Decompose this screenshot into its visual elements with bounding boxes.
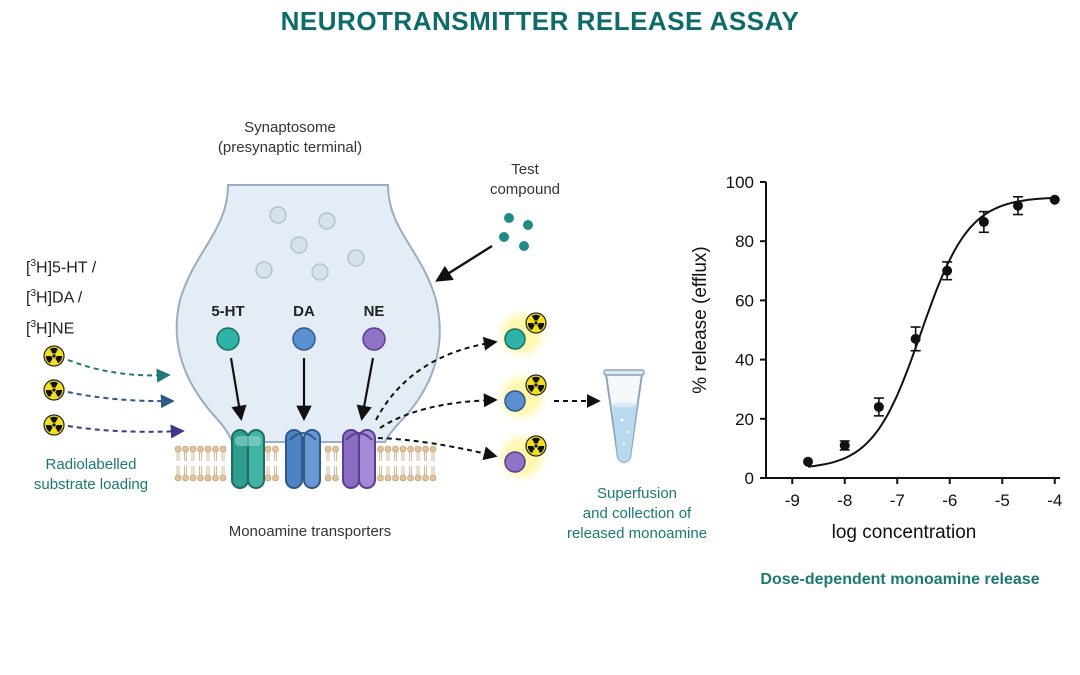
serotonin-transporter	[231, 429, 265, 489]
substrate-list: [3H]5-HT / [3H]DA / [3H]NE	[26, 251, 96, 342]
x-tick-label: -6	[942, 491, 957, 510]
y-tick-label: 80	[735, 232, 754, 251]
substrate-da: [3H]DA /	[26, 288, 83, 307]
substrate-5ht: [3H]5-HT /	[26, 258, 97, 277]
released-dopamine	[504, 390, 526, 412]
radiation-icon	[525, 435, 547, 457]
synaptosome-terminal	[175, 184, 441, 443]
data-point	[942, 265, 953, 276]
radiation-icon	[525, 312, 547, 334]
x-tick-label: -5	[995, 491, 1010, 510]
arrow-icon	[67, 424, 185, 439]
fit-curve	[807, 196, 1055, 468]
data-point	[1013, 200, 1023, 211]
radiation-icon	[43, 345, 65, 367]
test-compound-molecules	[499, 213, 533, 251]
radiation-icon	[525, 374, 547, 396]
chart-subtitle: Dose-dependent monoamine release	[760, 571, 1040, 588]
y-tick-label: 20	[735, 410, 754, 429]
released-norepinephrine	[504, 451, 526, 473]
synaptosome-label: Synaptosome (presynaptic terminal)	[217, 119, 363, 156]
radiation-icon	[43, 414, 65, 436]
x-tick-label: -9	[785, 491, 800, 510]
label-5ht: 5-HT	[211, 303, 245, 320]
page-title: NEUROTRANSMITTER RELEASE ASSAY	[280, 6, 800, 36]
label-da: DA	[293, 303, 315, 320]
data-point	[1049, 194, 1060, 205]
test-compound-label: Test compound	[489, 161, 561, 198]
arrow-icon	[67, 391, 175, 409]
x-tick-label: -8	[837, 491, 852, 510]
y-axis-label: % release (efflux)	[690, 246, 711, 394]
dopamine-transporter	[285, 429, 321, 489]
data-point	[978, 216, 989, 227]
collection-label: Superfusion and collection of released m…	[566, 485, 708, 542]
dopamine-molecule	[292, 327, 316, 351]
y-tick-label: 60	[735, 291, 754, 310]
data-point	[803, 456, 813, 467]
arrow-icon	[375, 336, 498, 421]
loading-label: Radiolabelled substrate loading	[33, 456, 149, 493]
radiation-icon	[43, 379, 65, 401]
y-tick-label: 40	[735, 351, 754, 370]
dose-response-chart: 0 20 40 60 80 100 -9 -8 -7 -6 -5 -4 log concentrati…	[690, 173, 1062, 543]
serotonin-molecule	[216, 327, 240, 351]
y-tick-label: 0	[745, 469, 754, 488]
released-serotonin	[504, 328, 526, 350]
norepinephrine-molecule	[362, 327, 386, 351]
test-tube-icon	[603, 369, 645, 463]
label-ne: NE	[363, 303, 385, 320]
norepinephrine-transporter	[342, 429, 376, 489]
substrate-ne: [3H]NE	[26, 318, 75, 337]
data-point	[839, 440, 850, 451]
data-point	[910, 333, 921, 344]
x-axis-label: log concentration	[832, 522, 977, 543]
arrow-icon	[379, 393, 498, 429]
data-point	[873, 401, 884, 412]
x-tick-label: -4	[1047, 491, 1062, 510]
arrow-icon	[356, 357, 375, 422]
transporters-caption: Monoamine transporters	[228, 523, 392, 540]
y-tick-label: 100	[726, 173, 754, 192]
arrow-icon	[229, 357, 247, 422]
x-tick-label: -7	[890, 491, 905, 510]
arrow-icon	[67, 359, 171, 383]
arrow-icon	[377, 437, 498, 461]
synaptic-vesicles	[255, 206, 365, 281]
arrow-icon	[435, 244, 493, 282]
